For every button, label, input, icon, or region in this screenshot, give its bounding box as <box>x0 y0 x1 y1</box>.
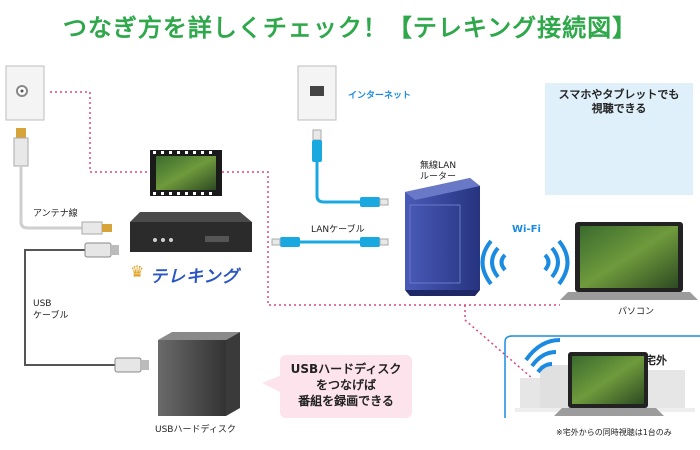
signal-path <box>50 91 560 386</box>
usb-callout <box>280 355 412 418</box>
internet-label: インターネット <box>348 91 412 101</box>
wifi-signal-icon <box>480 239 570 286</box>
router-label-line2: ルーター <box>419 172 456 182</box>
usb-cable-label: USB ケーブル <box>33 298 68 322</box>
usb-callout-text: USBハードディスク をつなげば 番組を録画できる <box>280 361 412 409</box>
antenna-wall-outlet <box>5 65 45 121</box>
usb-cable-label-line2: ケーブル <box>33 311 69 321</box>
wifi-label: Wi-Fi <box>512 224 541 235</box>
usb-callout-line1: USBハードディスク <box>290 362 402 376</box>
outdoor-laptop <box>554 352 664 416</box>
antenna-cable-label: アンテナ線 <box>33 209 78 219</box>
tablet-callout-text: スマホやタブレットでも 視聴できる <box>545 88 693 116</box>
outdoor-note: ※宅外からの同時視聴は1台のみ <box>556 428 672 437</box>
router-label-line1: 無線LAN <box>419 161 457 171</box>
usb-hdd-label: USBハードディスク <box>155 425 236 435</box>
wireless-router <box>405 178 480 296</box>
lan-cable <box>271 129 389 247</box>
usb-callout-line3: 番組を録画できる <box>298 394 394 408</box>
usb-callout-line2: をつなげば <box>315 378 376 392</box>
outdoor-wifi-icon <box>524 338 561 374</box>
usb-hard-disk <box>158 332 240 416</box>
outdoor-label: 宅外 <box>645 354 667 367</box>
antenna-cable <box>13 128 112 235</box>
tablet-callout <box>545 83 693 195</box>
pc-label: パソコン <box>618 307 655 317</box>
lan-cable-label: LANケーブル <box>311 225 365 235</box>
telecking-logo: テレキング <box>150 267 240 287</box>
tablet-callout-line1: スマホやタブレットでも <box>558 88 680 101</box>
router-label: 無線LAN ルーター <box>408 161 468 183</box>
internet-wall-outlet <box>297 65 337 121</box>
usb-callout-pointer <box>262 375 282 393</box>
usb-cable-label-line1: USB <box>33 299 52 309</box>
telecking-tuner-box <box>130 212 252 252</box>
laptop-pc <box>560 222 698 300</box>
tv-program-film <box>150 150 222 196</box>
page-title: つなぎ方を詳しくチェック！【テレキング接続図】 <box>62 14 638 42</box>
tablet-callout-line2: 視聴できる <box>591 102 647 115</box>
crown-icon: ♛ <box>130 262 145 281</box>
usb-cable <box>24 242 149 373</box>
